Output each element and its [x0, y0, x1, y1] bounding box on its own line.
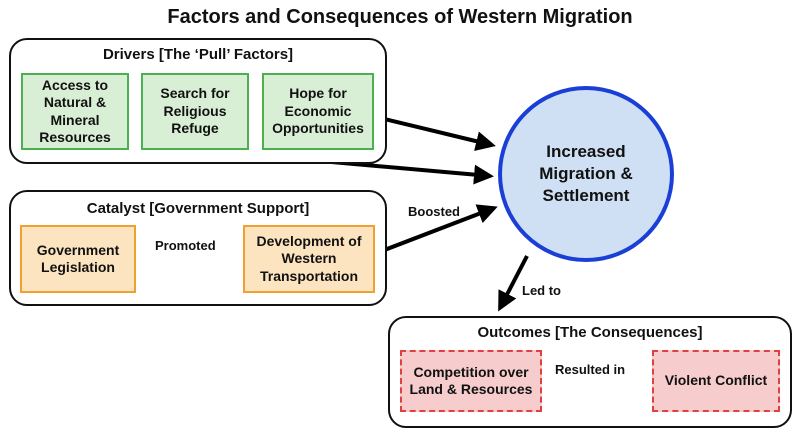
arrow-economic-to-migration	[367, 113, 496, 151]
promoted-label: Promoted	[155, 238, 216, 253]
driver-economic-opportunities: Hope for Economic Opportunities	[262, 73, 374, 150]
western-transportation-box: Development of Western Transportation	[243, 225, 375, 293]
violent-conflict-box: Violent Conflict	[652, 350, 780, 412]
driver-natural-resources: Access to Natural & Mineral Resources	[21, 73, 129, 150]
competition-box: Competition over Land & Resources	[400, 350, 542, 412]
led-to-label: Led to	[522, 283, 561, 298]
drivers-group-title: Drivers [The ‘Pull’ Factors]	[102, 46, 294, 63]
resulted-in-label: Resulted in	[555, 362, 626, 377]
arrow-transport-to-migration	[373, 204, 498, 256]
catalyst-group-title: Catalyst [Government Support]	[86, 200, 310, 217]
diagram-title: Factors and Consequences of Western Migr…	[167, 6, 633, 28]
arrow-migration-to-outcomes	[498, 255, 529, 312]
increased-migration-node: Increased Migration & Settlement	[498, 86, 674, 262]
driver-religious-refuge: Search for Religious Refuge	[141, 73, 249, 150]
government-legislation-box: Government Legislation	[20, 225, 136, 293]
boosted-label: Boosted	[408, 204, 460, 219]
outcomes-group-title: Outcomes [The Consequences]	[477, 324, 703, 341]
